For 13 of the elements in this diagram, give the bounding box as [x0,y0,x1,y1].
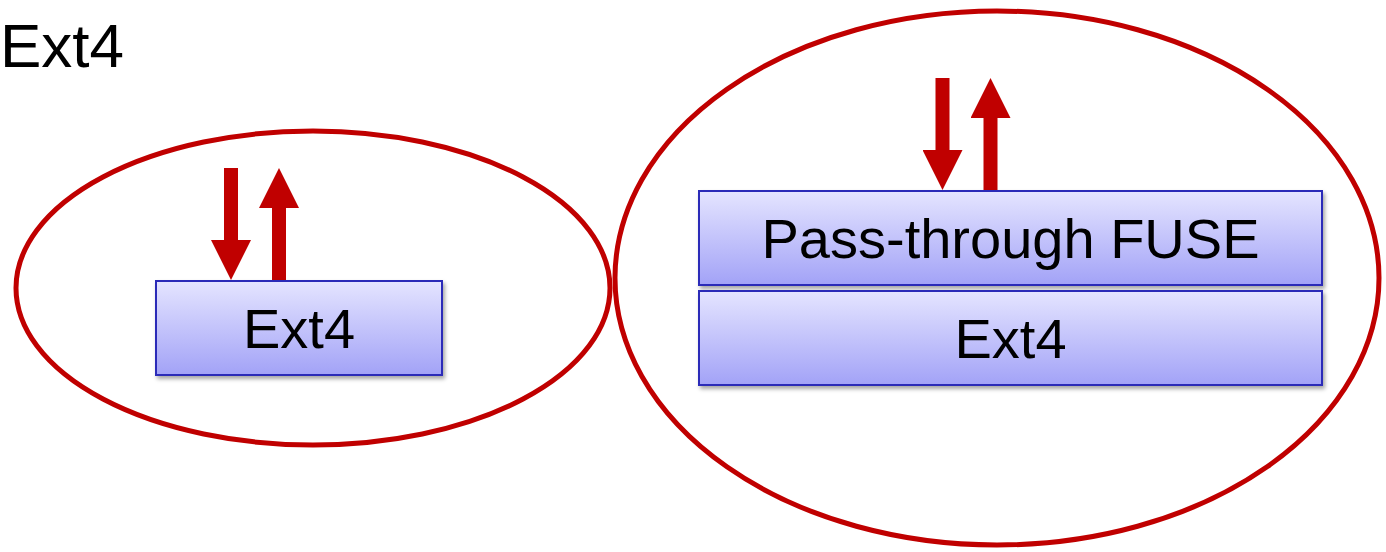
arrow [970,78,1011,190]
ellipse-outline [612,8,1382,548]
layer-box [698,190,1323,286]
layer-box [155,280,443,376]
layer-box [698,290,1323,386]
layer-label: Ext4 [242,295,356,361]
arrow [211,168,251,280]
layer-label: Pass-through FUSE [761,205,1260,271]
arrow [259,168,299,280]
heading-text: Ext4 [0,10,125,81]
arrow [922,78,963,190]
layer-label: Ext4 [954,305,1067,371]
ellipse-outline [13,128,613,448]
